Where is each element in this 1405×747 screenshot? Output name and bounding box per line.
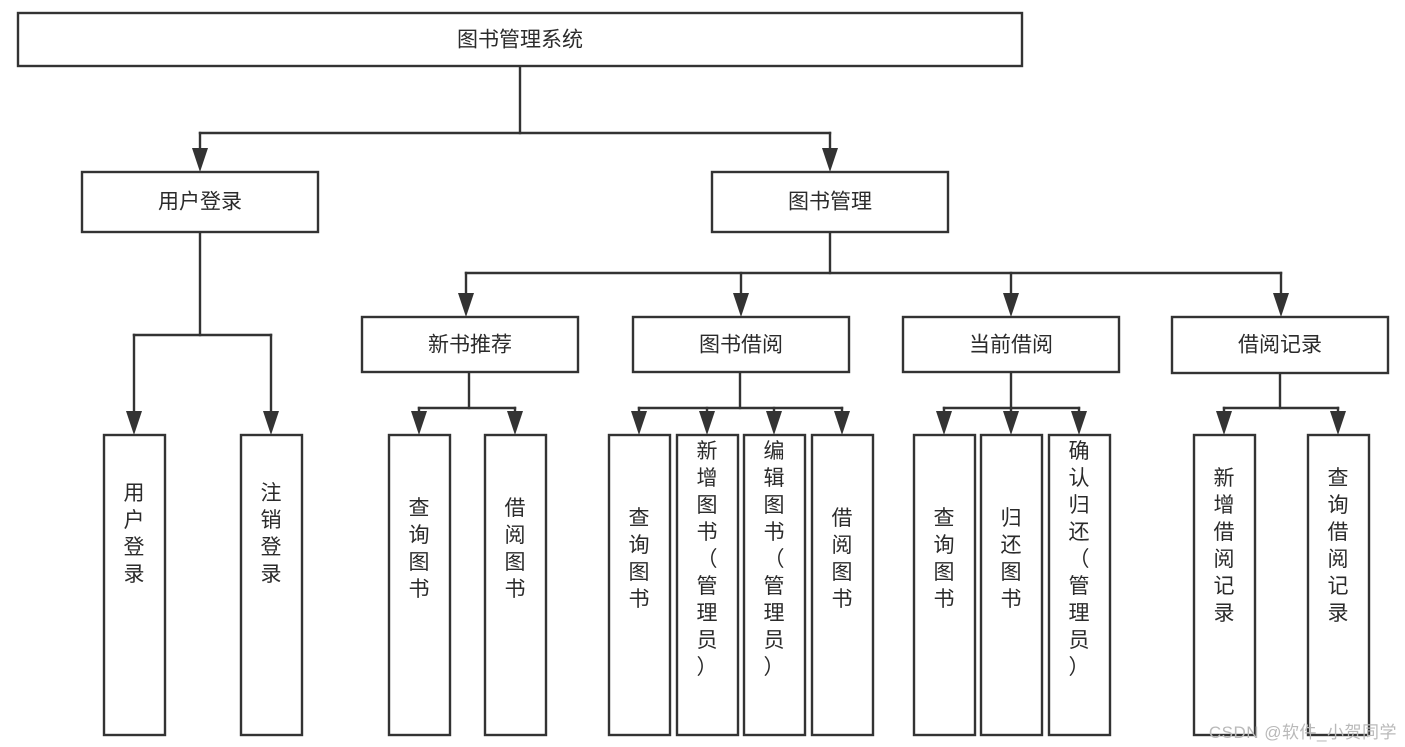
- arrow-to-leaf-query-book-1: [411, 411, 427, 435]
- arrow-to-leaf-borrow-book-2: [834, 411, 850, 435]
- node-leaf-query-book-1-label: 查询图书: [409, 497, 430, 601]
- node-book-borrow[interactable]: 图书借阅: [631, 315, 851, 374]
- arrow-to-book-manage: [822, 148, 838, 172]
- node-leaf-add-book-admin[interactable]: 新增图书（管理员）: [675, 433, 740, 737]
- node-root-label: 图书管理系统: [457, 29, 583, 52]
- node-leaf-query-borrow-record[interactable]: 查询借阅记录: [1306, 433, 1371, 737]
- node-leaf-logout-login[interactable]: 注销登录: [239, 433, 304, 737]
- node-leaf-confirm-return-admin[interactable]: 确认归还（管理员）: [1047, 433, 1112, 737]
- node-leaf-confirm-return-admin-label: 确认归还（管理员）: [1069, 440, 1090, 679]
- node-user-login-label: 用户登录: [158, 191, 242, 214]
- node-current-borrow-box[interactable]: [901, 315, 1121, 374]
- node-current-borrow[interactable]: 当前借阅: [901, 315, 1121, 374]
- node-user-login[interactable]: 用户登录: [80, 170, 320, 234]
- node-leaf-query-book-1[interactable]: 查询图书: [387, 433, 452, 737]
- node-leaf-add-borrow-record-box[interactable]: [1192, 433, 1257, 737]
- node-new-book-recommend-label: 新书推荐: [428, 334, 512, 357]
- node-leaf-query-borrow-record-label: 查询借阅记录: [1328, 467, 1349, 625]
- node-leaf-edit-book-admin-label: 编辑图书（管理员）: [764, 440, 785, 679]
- arrow-to-leaf-return-book: [1003, 411, 1019, 435]
- node-leaf-return-book-box[interactable]: [979, 433, 1044, 737]
- node-leaf-user-login-label: 用户登录: [124, 482, 145, 586]
- arrow-to-leaf-edit-book-admin: [766, 411, 782, 435]
- node-leaf-edit-book-admin[interactable]: 编辑图书（管理员）: [742, 433, 807, 737]
- arrow-to-new-book-recommend: [458, 293, 474, 317]
- node-leaf-query-book-3-label: 查询图书: [934, 507, 955, 611]
- node-book-manage[interactable]: 图书管理: [710, 170, 950, 234]
- arrow-to-leaf-query-book-3: [936, 411, 952, 435]
- arrow-to-book-borrow: [733, 293, 749, 317]
- node-leaf-return-book[interactable]: 归还图书: [979, 433, 1044, 737]
- node-borrow-record-label: 借阅记录: [1238, 334, 1322, 357]
- node-book-borrow-label: 图书借阅: [699, 334, 783, 357]
- node-leaf-query-book-2-box[interactable]: [607, 433, 672, 737]
- node-leaf-borrow-book-2-label: 借阅图书: [832, 507, 853, 611]
- node-leaf-add-book-admin-label: 新增图书（管理员）: [697, 440, 718, 679]
- node-book-manage-box[interactable]: [710, 170, 950, 234]
- arrow-to-leaf-logout-login: [263, 411, 279, 435]
- node-leaf-query-book-3-box[interactable]: [912, 433, 977, 737]
- node-leaf-edit-book-admin-box[interactable]: [742, 433, 807, 737]
- node-leaf-user-login[interactable]: 用户登录: [102, 433, 167, 737]
- arrow-to-leaf-add-borrow-record: [1216, 411, 1232, 435]
- node-leaf-borrow-book-1[interactable]: 借阅图书: [483, 433, 548, 737]
- node-leaf-query-book-3[interactable]: 查询图书: [912, 433, 977, 737]
- arrow-to-leaf-query-borrow-record: [1330, 411, 1346, 435]
- arrow-to-leaf-query-book-2: [631, 411, 647, 435]
- node-leaf-borrow-book-1-label: 借阅图书: [505, 497, 526, 601]
- node-user-login-box[interactable]: [80, 170, 320, 234]
- arrow-to-leaf-borrow-book-1: [507, 411, 523, 435]
- node-leaf-confirm-return-admin-box[interactable]: [1047, 433, 1112, 737]
- arrow-to-leaf-confirm-return-admin: [1071, 411, 1087, 435]
- node-leaf-user-login-box[interactable]: [102, 433, 167, 737]
- node-leaf-add-borrow-record[interactable]: 新增借阅记录: [1192, 433, 1257, 737]
- node-leaf-logout-login-label: 注销登录: [261, 482, 282, 586]
- node-root[interactable]: 图书管理系统: [16, 11, 1024, 68]
- node-leaf-return-book-label: 归还图书: [1001, 507, 1022, 611]
- node-leaf-add-book-admin-box[interactable]: [675, 433, 740, 737]
- arrow-to-leaf-user-login: [126, 411, 142, 435]
- arrow-to-borrow-record: [1273, 293, 1289, 317]
- node-book-borrow-box[interactable]: [631, 315, 851, 374]
- node-leaf-query-book-1-box[interactable]: [387, 433, 452, 737]
- node-leaf-add-borrow-record-label: 新增借阅记录: [1214, 467, 1235, 625]
- node-leaf-query-book-2-label: 查询图书: [629, 507, 650, 611]
- node-borrow-record-box[interactable]: [1170, 315, 1390, 375]
- node-book-manage-label: 图书管理: [788, 191, 872, 214]
- node-leaf-query-borrow-record-box[interactable]: [1306, 433, 1371, 737]
- node-leaf-logout-login-box[interactable]: [239, 433, 304, 737]
- node-root-box[interactable]: [16, 11, 1024, 68]
- arrow-to-leaf-add-book-admin: [699, 411, 715, 435]
- node-leaf-borrow-book-2[interactable]: 借阅图书: [810, 433, 875, 737]
- arrow-to-current-borrow: [1003, 293, 1019, 317]
- edges-layer: [126, 64, 1346, 435]
- node-new-book-recommend[interactable]: 新书推荐: [360, 315, 580, 374]
- node-borrow-record[interactable]: 借阅记录: [1170, 315, 1390, 375]
- node-leaf-borrow-book-1-box[interactable]: [483, 433, 548, 737]
- node-current-borrow-label: 当前借阅: [969, 334, 1053, 357]
- node-leaf-query-book-2[interactable]: 查询图书: [607, 433, 672, 737]
- node-leaf-borrow-book-2-box[interactable]: [810, 433, 875, 737]
- node-new-book-recommend-box[interactable]: [360, 315, 580, 374]
- arrow-to-user-login: [192, 148, 208, 172]
